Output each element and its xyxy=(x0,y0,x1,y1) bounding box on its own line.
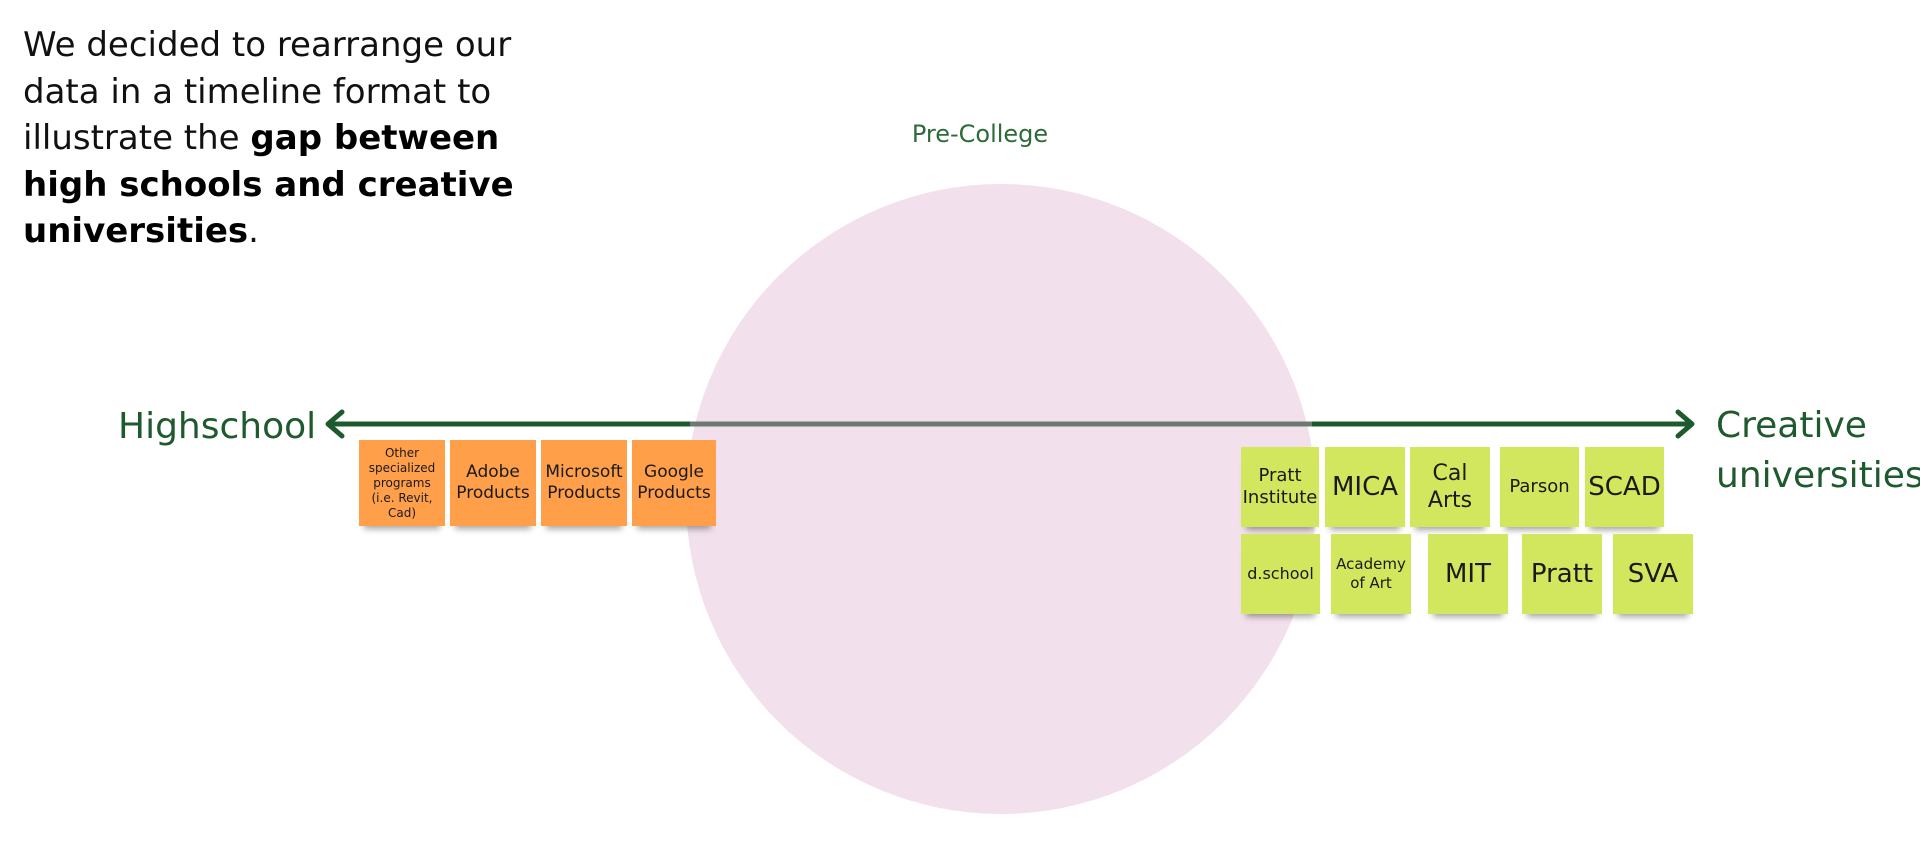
creative-universities-label-line2: universities xyxy=(1716,455,1920,496)
creative-universities-label-line1: Creative xyxy=(1716,405,1867,446)
sticky-note-mit[interactable]: MIT xyxy=(1428,534,1508,614)
sticky-note-microsoft[interactable]: Microsoft Products xyxy=(541,440,627,526)
sticky-note-dschool[interactable]: d.school xyxy=(1241,534,1320,614)
sticky-note-academy-of-art[interactable]: Academy of Art xyxy=(1331,534,1411,614)
sticky-note-mica[interactable]: MICA xyxy=(1325,447,1405,527)
sticky-note-parson[interactable]: Parson xyxy=(1500,447,1579,527)
intro-text: We decided to rearrange our data in a ti… xyxy=(23,22,563,255)
sticky-note-adobe[interactable]: Adobe Products xyxy=(450,440,536,526)
creative-universities-label: Creative universities xyxy=(1716,401,1920,501)
pre-college-circle xyxy=(686,184,1316,814)
arrowhead-left xyxy=(325,409,345,439)
sticky-note-pratt-institute[interactable]: Pratt Institute xyxy=(1241,447,1319,527)
pre-college-label: Pre-College xyxy=(911,120,1049,148)
sticky-note-other-programs[interactable]: Other specialized programs (i.e. Revit, … xyxy=(359,440,445,526)
highschool-label: Highschool xyxy=(118,406,317,447)
sticky-note-scad[interactable]: SCAD xyxy=(1585,447,1664,527)
sticky-note-sva[interactable]: SVA xyxy=(1613,534,1693,614)
intro-text-part2: . xyxy=(248,211,259,251)
sticky-note-google[interactable]: Google Products xyxy=(632,440,716,526)
sticky-note-cal-arts[interactable]: Cal Arts xyxy=(1410,447,1490,527)
intro-text-part1: We decided to rearrange our data in a ti… xyxy=(23,25,512,158)
arrowhead-right xyxy=(1675,409,1695,439)
sticky-note-pratt[interactable]: Pratt xyxy=(1522,534,1602,614)
intro-text-bold: gap between high schools and creative un… xyxy=(23,118,514,251)
